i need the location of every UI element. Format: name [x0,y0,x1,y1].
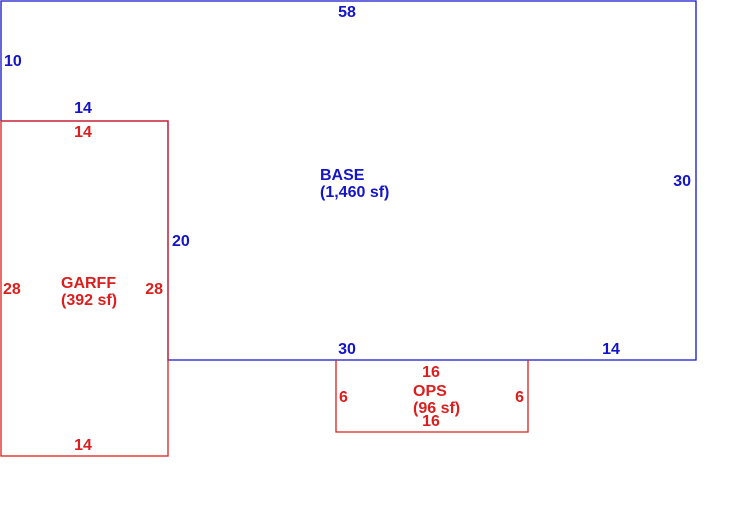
garff-name: GARFF [61,275,116,292]
base-area: (1,460 sf) [320,184,389,201]
base-dim-bottom-mid: 30 [338,341,356,358]
ops-dim-left: 6 [339,389,348,406]
base-dim-left-upper: 10 [4,53,22,70]
garff-area: (392 sf) [61,292,117,309]
ops-area: (96 sf) [413,400,460,417]
ops-name: OPS [413,383,447,400]
base-name: BASE [320,167,365,184]
garff-dim-right: 28 [145,281,163,298]
ops-dim-right: 6 [515,389,524,406]
base-dim-step-side: 20 [172,233,190,250]
ops-dim-bottom: 16 [422,413,440,430]
base-dim-step-top: 14 [74,100,92,117]
garff-dim-top: 14 [74,124,92,141]
garff-dim-bottom: 14 [74,437,92,454]
ops-outline [335,360,529,433]
garff-outline [0,120,169,457]
garff-dim-left: 28 [3,281,21,298]
base-dim-right: 30 [673,173,691,190]
base-dim-top: 58 [338,4,356,21]
base-dim-bottom-right: 14 [602,341,620,358]
ops-dim-top: 16 [422,364,440,381]
